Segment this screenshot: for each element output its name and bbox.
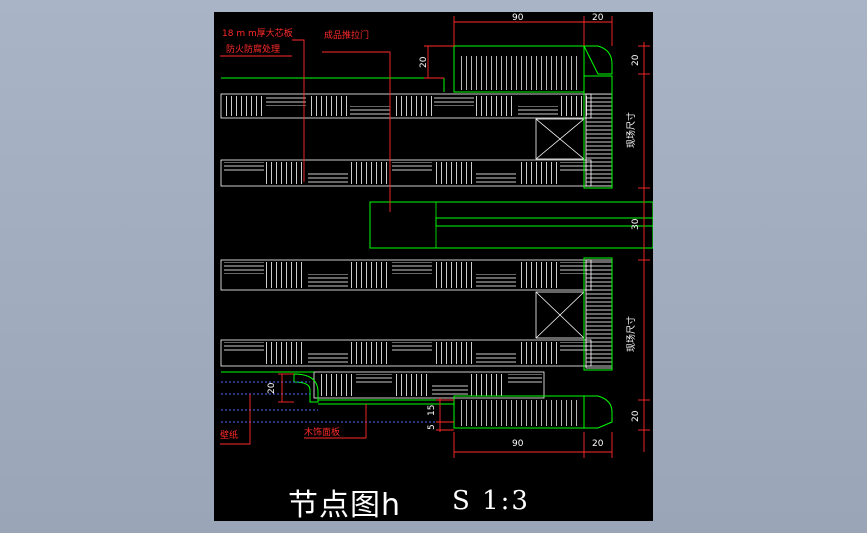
detail-drawing: 18 m m厚大芯板 防火防腐处理 成品推拉门 壁纸 木饰面板 现场尺寸 现场尺… — [220, 13, 653, 458]
upper-board-assembly — [220, 45, 613, 189]
label-wallpaper: 壁纸 — [220, 429, 238, 441]
dim-top-90: 90 — [512, 13, 524, 23]
dim-left-20-bottom: 20 — [267, 382, 277, 394]
label-site-size-bottom: 现场尺寸 — [625, 316, 637, 352]
drawing-title: 节点图h — [288, 488, 402, 523]
dim-right-20-bottom: 20 — [631, 410, 641, 422]
annotation-labels: 18 m m厚大芯板 防火防腐处理 成品推拉门 壁纸 木饰面板 现场尺寸 现场尺… — [220, 27, 637, 441]
dimension-values: 90 20 20 20 30 20 15 5 20 90 20 — [267, 13, 641, 449]
dim-right-20-top: 20 — [631, 54, 641, 66]
dim-bottom-20: 20 — [592, 439, 604, 449]
label-veneer: 木饰面板 — [304, 426, 340, 438]
upper-board-top-hatch — [224, 96, 588, 116]
label-core-board-line1: 18 m m厚大芯板 — [222, 27, 293, 39]
lower-board-top-hatch — [224, 262, 588, 288]
label-sliding-door: 成品推拉门 — [324, 29, 369, 41]
lower-board-bottom-hatch — [224, 342, 588, 364]
cad-drawing-viewport: 18 m m厚大芯板 防火防腐处理 成品推拉门 壁纸 木饰面板 现场尺寸 现场尺… — [214, 12, 653, 523]
dim-bottom-90: 90 — [512, 439, 524, 449]
dimension-lines — [220, 16, 650, 458]
dim-5: 5 — [427, 424, 437, 430]
drawing-scale: S 1:3 — [452, 486, 530, 516]
label-core-board-line2: 防火防腐处理 — [226, 43, 280, 55]
label-site-size-top: 现场尺寸 — [625, 112, 637, 148]
upper-board-bottom-hatch — [224, 162, 588, 184]
dim-top-20: 20 — [592, 13, 604, 23]
sliding-door-leaf — [369, 201, 653, 249]
lower-board-assembly — [220, 257, 613, 429]
dim-15: 15 — [427, 405, 437, 416]
dim-left-20-top: 20 — [419, 56, 429, 68]
dim-center-30: 30 — [631, 218, 641, 230]
